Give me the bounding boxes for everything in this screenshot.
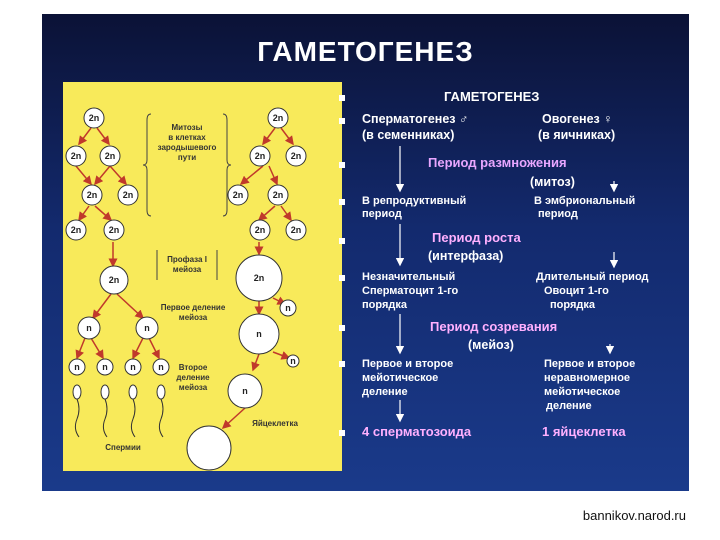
cell-label: 2n [71, 151, 82, 161]
cell-label: 2n [71, 225, 82, 235]
cell-label: n [285, 303, 291, 313]
growth-male-line: порядка [362, 299, 407, 311]
growth-process: (интерфаза) [428, 249, 504, 263]
oogenesis-where: (в яичниках) [538, 128, 616, 142]
table-header: ГАМЕТОГЕНЕЗ [444, 89, 540, 104]
reproduction-process: (митоз) [530, 175, 575, 189]
mitosis-label: в клетках [168, 133, 206, 142]
maturation-male-line: мейотическое [362, 372, 439, 384]
cell-label: 2n [87, 190, 98, 200]
reproduction-male-line: В репродуктивный [362, 195, 467, 207]
source-credit: bannikov.narod.ru [582, 508, 686, 523]
sperm-shapes [72, 384, 166, 438]
reproduction-female-line: В эмбриональный [534, 195, 636, 207]
cell-label: 2n [273, 113, 284, 123]
bullet-marker [339, 199, 345, 205]
reproduction-female-line: период [538, 208, 578, 220]
maturation-male-line: Первое и второе [362, 358, 454, 370]
period-maturation: Период созревания [430, 319, 558, 334]
cell-label: n [158, 362, 164, 372]
maturation-female-line: Первое и второе [544, 358, 636, 370]
cell-label: 2n [233, 190, 244, 200]
reproduction-male-line: период [362, 208, 402, 220]
cell-label: 2n [291, 151, 302, 161]
cell-label: n [256, 329, 262, 339]
first-division-label: мейоза [179, 313, 208, 322]
egg-label: Яйцеклетка [252, 419, 298, 428]
mitosis-label: зародышевого [158, 143, 217, 152]
cell-labels: 2n 2n 2n 2n 2n 2n 2n 2n n n n n n n 2n 2… [71, 113, 302, 396]
period-reproduction: Период размножения [428, 155, 567, 170]
prophase-label: мейоза [173, 265, 202, 274]
spermatogenesis-where: (в семенниках) [362, 128, 455, 142]
cell-label: 2n [89, 113, 100, 123]
bullet-marker [339, 162, 345, 168]
first-division-label: Первое деление [161, 303, 226, 312]
cell-label: n [290, 356, 296, 366]
cell-label: 2n [123, 190, 134, 200]
bullet-marker [339, 118, 345, 124]
maturation-female-line: неравномерное [544, 372, 631, 384]
cell-label: 2n [273, 190, 284, 200]
gametogenesis-figure: 2n 2n 2n 2n 2n 2n 2n 2n n n n n n n 2n 2… [63, 82, 342, 471]
mitosis-label: Митозы [172, 123, 203, 132]
bullet-marker [339, 238, 345, 244]
prophase-label: Профаза I [167, 255, 207, 264]
bullet-marker [339, 325, 345, 331]
growth-male-line: Сперматоцит 1-го [362, 285, 459, 297]
figure-annotations: Митозы в клетках зародышевого пути Профа… [105, 123, 298, 452]
figure-cells [65, 107, 307, 471]
cell-label: 2n [105, 151, 116, 161]
growth-female-line: порядка [550, 299, 595, 311]
result-female: 1 яйцеклетка [542, 424, 626, 439]
cell-label: 2n [254, 273, 265, 283]
cell-label: n [144, 323, 150, 333]
slide-title: ГАМЕТОГЕНЕЗ [257, 36, 474, 67]
maturation-female-line: деление [546, 400, 592, 412]
second-division-label: Второе [179, 363, 208, 372]
cell-label: n [130, 362, 136, 372]
figure-drawing: 2n 2n 2n 2n 2n 2n 2n 2n n n n n n n 2n 2… [65, 107, 307, 471]
cell-label: n [74, 362, 80, 372]
table-arrows [395, 146, 619, 423]
maturation-process: (мейоз) [468, 338, 514, 352]
spermatogenesis-label: Сперматогенез ♂ [362, 112, 469, 126]
bullet-marker [339, 95, 345, 101]
maturation-female-line: мейотическое [544, 386, 621, 398]
growth-female-line: Длительный период [536, 271, 649, 283]
cell-label: 2n [255, 151, 266, 161]
second-division-label: деление [176, 373, 210, 382]
figure-arrows [75, 127, 294, 430]
bullet-marker [339, 361, 345, 367]
cell-label: 2n [109, 225, 120, 235]
figure-brackets [142, 113, 232, 280]
mitosis-label: пути [178, 153, 196, 162]
bullet-marker [339, 275, 345, 281]
slide-background: ГАМЕТОГЕНЕЗ [42, 14, 689, 491]
oogenesis-label: Овогенез ♀ [542, 112, 613, 126]
cell-label: n [102, 362, 108, 372]
cell-label: 2n [109, 275, 120, 285]
cell-label: n [242, 386, 248, 396]
result-male: 4 сперматозоида [362, 424, 472, 439]
cell-label: 2n [255, 225, 266, 235]
period-growth: Период роста [432, 230, 521, 245]
cell-label: 2n [291, 225, 302, 235]
growth-female-line: Овоцит 1-го [544, 285, 609, 297]
growth-male-line: Незначительный [362, 271, 456, 283]
second-division-label: мейоза [179, 383, 208, 392]
maturation-male-line: деление [362, 386, 408, 398]
bullet-marker [339, 430, 345, 436]
sperm-label: Спермии [105, 443, 141, 452]
cell-label: n [86, 323, 92, 333]
